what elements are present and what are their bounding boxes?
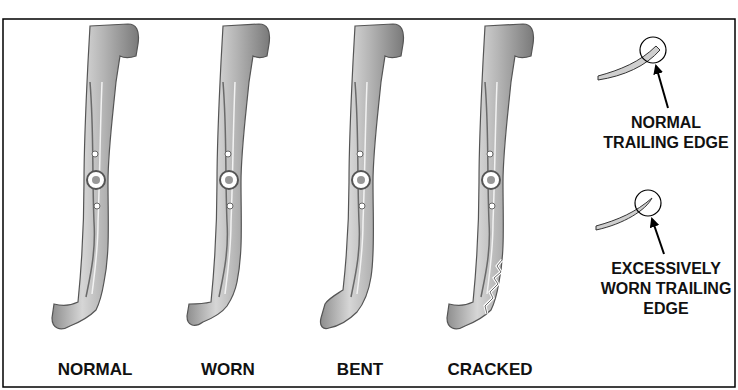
cracked-blade xyxy=(447,24,534,329)
worn-edge-section xyxy=(596,190,664,254)
edge-label: EXCESSIVELY WORN TRAILING EDGE xyxy=(599,259,733,319)
worn-blade xyxy=(187,24,270,325)
edge-label: NORMAL TRAILING EDGE xyxy=(599,113,733,153)
bent-blade xyxy=(320,24,403,329)
blade-label: NORMAL xyxy=(40,359,150,380)
normal-edge-section xyxy=(598,37,668,108)
blade-label: CRACKED xyxy=(435,359,545,380)
blade-label: BENT xyxy=(305,359,415,380)
normal-blade xyxy=(52,24,139,329)
blade-label: WORN xyxy=(173,359,283,380)
